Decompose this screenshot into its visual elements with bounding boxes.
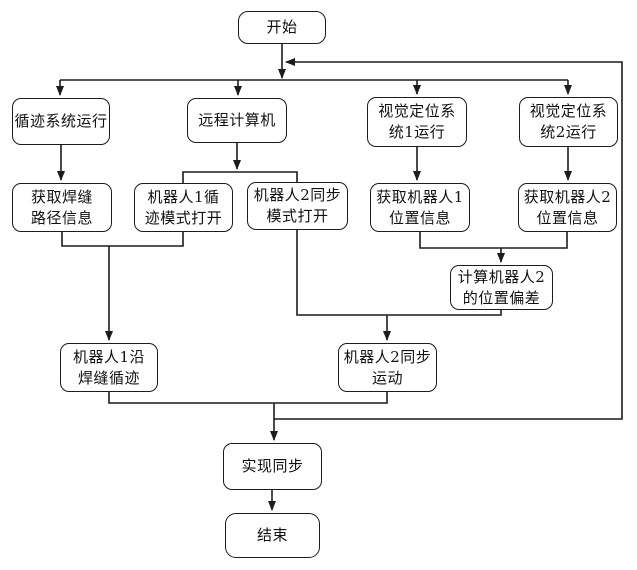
node-label: 获取机器人2	[523, 187, 612, 206]
node-label: 视觉定位系	[529, 102, 608, 121]
node-label: 获取焊缝	[30, 187, 93, 206]
node-vision-system-1: 视觉定位系 统1运行	[367, 97, 467, 147]
node-label: 获取机器人1	[376, 187, 464, 206]
node-tracking-system: 循迹系统运行	[12, 98, 110, 145]
node-label: 远程计算机	[198, 111, 276, 130]
merge-tracking-motion	[108, 392, 388, 404]
node-label: 循迹系统运行	[14, 112, 108, 131]
node-label: 运动	[371, 368, 403, 387]
node-label: 机器人1循	[147, 187, 220, 206]
node-get-robot1-position: 获取机器人1 位置信息	[370, 183, 470, 232]
node-label: 焊缝循迹	[77, 368, 140, 387]
edge-feedback-loop	[274, 58, 623, 420]
node-label: 机器人1沿	[72, 347, 146, 366]
merge-robot2mode-deviation	[296, 230, 502, 316]
node-label: 视觉定位系	[378, 102, 456, 121]
node-label: 位置信息	[388, 208, 451, 227]
node-label: 实现同步	[241, 457, 304, 476]
node-calc-robot2-deviation: 计算机器人2 的位置偏差	[450, 265, 553, 310]
node-label: 迹模式打开	[144, 208, 223, 227]
node-label: 的位置偏差	[462, 288, 541, 307]
splitter-remote	[182, 171, 298, 183]
node-remote-computer: 远程计算机	[187, 98, 287, 143]
node-label: 统1运行	[388, 123, 446, 141]
merge-seam-robot1mode	[61, 232, 184, 247]
node-achieve-sync: 实现同步	[223, 443, 322, 490]
node-start: 开始	[238, 11, 326, 44]
node-label: 开始	[266, 18, 298, 37]
merge-pos1-pos2	[419, 232, 568, 249]
node-label: 计算机器人2	[457, 267, 546, 286]
node-label: 路径信息	[30, 208, 93, 227]
node-label: 机器人2同步	[253, 186, 342, 205]
node-robot1-track-mode: 机器人1循 迹模式打开	[134, 183, 233, 232]
node-label: 机器人2同步	[343, 347, 432, 366]
node-get-seam-path: 获取焊缝 路径信息	[12, 183, 112, 232]
node-label: 模式打开	[266, 207, 329, 225]
node-label: 统2运行	[540, 123, 597, 141]
node-end: 结束	[225, 513, 320, 558]
node-robot1-seam-tracking: 机器人1沿 焊缝循迹	[60, 343, 158, 392]
node-label: 位置信息	[536, 208, 599, 227]
node-label: 结束	[256, 526, 288, 545]
node-robot2-sync-mode: 机器人2同步 模式打开	[247, 182, 348, 230]
node-get-robot2-position: 获取机器人2 位置信息	[518, 183, 617, 232]
node-robot2-sync-motion: 机器人2同步 运动	[338, 343, 437, 392]
node-vision-system-2: 视觉定位系 统2运行	[519, 97, 618, 147]
